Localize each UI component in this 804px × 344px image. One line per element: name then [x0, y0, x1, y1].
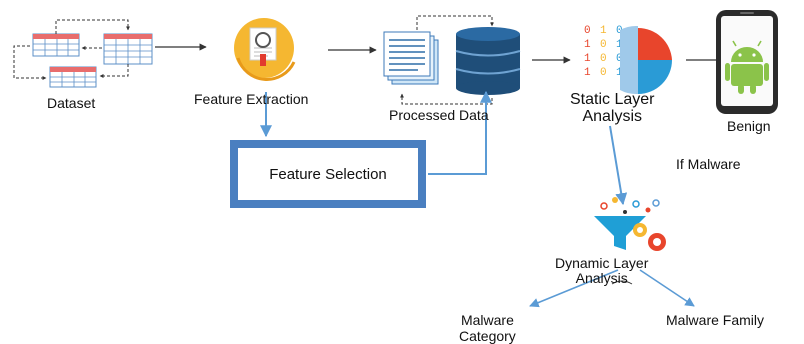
database-icon [455, 27, 521, 95]
malware-family-label: Malware Family [666, 312, 765, 328]
table-icon [13, 19, 153, 88]
feature-extraction-label: Feature Extraction [194, 91, 309, 107]
static-layer-label: Static Layer Analysis [570, 91, 655, 125]
binary-digit: 1 [600, 25, 607, 37]
feature-selection-box: Feature Selection [230, 140, 426, 208]
dataset-label: Dataset [47, 95, 96, 111]
binary-digit: 0 [600, 53, 607, 65]
magnifier-document-icon [234, 18, 296, 81]
processed-data-label: Processed Data [389, 107, 489, 123]
binary-digit: 0 [616, 25, 623, 37]
binary-digit: 0 [600, 67, 607, 79]
binary-digit: 0 [600, 39, 607, 51]
dynamic-layer-label: Dynamic Layer Analysis [555, 255, 649, 286]
binary-digit: 1 [584, 67, 591, 79]
malware-category-label: Malware Category [459, 312, 516, 344]
binary-digit: 1 [616, 67, 623, 79]
feature-selection-label: Feature Selection [269, 165, 387, 183]
benign-label: Benign [727, 118, 771, 134]
smartphone-android-icon [716, 10, 778, 114]
binary-digit: 1 [584, 39, 591, 51]
funnel-gears-icon [594, 197, 666, 251]
if-malware-label: If Malware [676, 156, 741, 172]
document-stack-icon [383, 31, 439, 85]
binary-digit: 0 [584, 25, 591, 37]
binary-digit: 0 [616, 53, 623, 65]
binary-digit: 1 [616, 39, 623, 51]
binary-digit: 1 [584, 53, 591, 65]
